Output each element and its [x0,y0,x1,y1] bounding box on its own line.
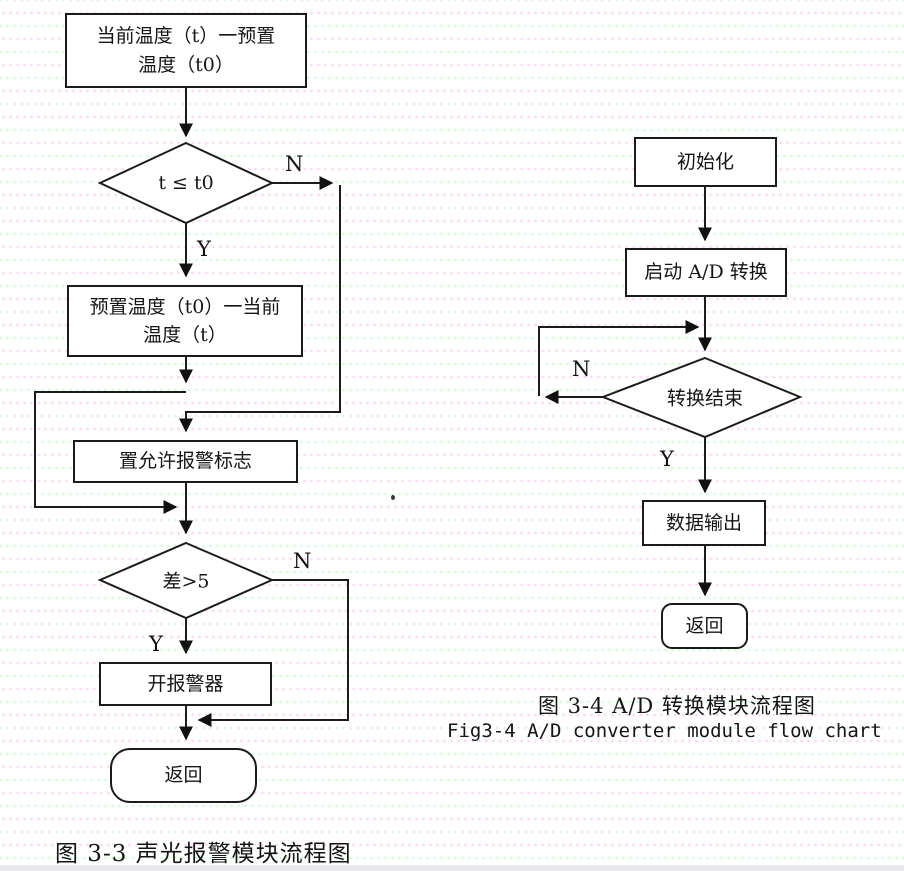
node-compute-diff-line1: 当前温度（t）一预置 [96,25,276,47]
caption-figure-3-4: 图 3-4 A/D 转换模块流程图 [538,694,816,718]
decision1-no-label: N [285,152,304,176]
node-set-alarm-flag: 置允许报警标志 [73,440,298,483]
decision2-label: 差>5 [162,570,210,593]
node-compute-diff-line2: 温度（t0） [138,53,234,76]
node-return-left: 返回 [110,748,257,803]
decision2-no-label: N [293,549,312,573]
decision1-label: t ≤ t0 [158,172,214,194]
decision1-yes-label: Y [197,237,211,261]
node-alarm-on: 开报警器 [99,662,272,706]
decision-right-yes-label: Y [660,447,674,471]
connector-loop-join [538,320,700,396]
decision2-yes-label: Y [149,632,163,656]
node-return-right: 返回 [661,603,748,649]
connector-decision2-no [197,579,349,727]
node-init: 初始化 [634,137,777,187]
caption-figure-3-4-english: Fig3-4 A/D converter module flow chart [447,720,882,742]
node-compute-diff2-line2: 温度（t） [143,324,227,346]
caption-figure-3-3: 图 3-3 声光报警模块流程图 [55,841,352,867]
scan-speck [391,495,395,500]
connector-decision1-no-b [179,185,341,433]
scan-edge-strip [0,865,904,871]
node-compute-diff: 当前温度（t）一预置 温度（t0） [65,13,307,88]
node-start-ad-conversion: 启动 A/D 转换 [625,248,787,297]
node-data-output: 数据输出 [642,500,766,546]
node-compute-diff2: 预置温度（t0）一当前 温度（t） [67,285,303,357]
decision-right-no-label: N [572,357,591,381]
node-compute-diff2-line1: 预置温度（t0）一当前 [89,295,281,318]
decision-right-label: 转换结束 [666,387,744,410]
connector-left-detour [34,391,186,514]
